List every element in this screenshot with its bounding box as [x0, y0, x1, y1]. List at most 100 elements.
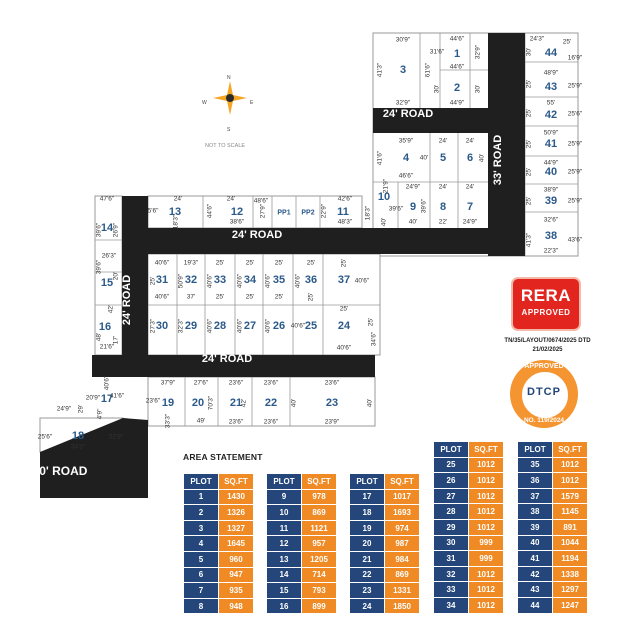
plot-cell: 41 [517, 550, 553, 567]
road-label: 33' ROAD [492, 134, 504, 186]
plot-cell: 7 [183, 582, 219, 599]
plot-cell: 39 [517, 518, 553, 536]
plot-number: 32 [184, 274, 198, 286]
plot-dimension: 34'6" [370, 331, 378, 347]
sqft-cell: 1012 [552, 472, 588, 489]
plot-number: 10 [377, 191, 391, 203]
sqft-cell: 1012 [468, 518, 504, 536]
plot-dimension: 39'6" [420, 198, 428, 214]
plot-cell: 32 [433, 565, 469, 583]
sqft-cell: 1645 [218, 535, 254, 552]
plot-dimension: 27'6" [193, 379, 209, 387]
plot-cell: 22 [349, 566, 385, 584]
plot-dimension: 24'3" [529, 35, 545, 43]
road-label: 24' ROAD [382, 108, 434, 120]
plot-column-header: PLOT [266, 473, 302, 490]
plot-cell: 10 [266, 504, 302, 521]
plot-dimension: 38'6" [229, 218, 245, 226]
plot-number: 3 [399, 64, 407, 76]
plot-cell: 3 [183, 519, 219, 537]
sqft-cell: 1012 [468, 596, 504, 614]
plot-dimension: 23'6" [324, 379, 340, 387]
plot-number: 31 [155, 274, 169, 286]
plot-dimension: 25' [274, 293, 284, 301]
plot-dimension: 40'6" [206, 273, 214, 289]
plot-dimension: 50'9" [177, 273, 185, 289]
plot-number: 33 [213, 274, 227, 286]
plot-dimension: 40' [290, 398, 298, 408]
plot-dimension: 20'9" [85, 394, 101, 402]
dtcp-label: DTCP [527, 386, 561, 398]
rera-number: TN/35/LAYOUT/0674/2025 DTD 21/02/2025 [504, 338, 591, 353]
plot-dimension: 24'9" [56, 405, 72, 413]
plot-dimension: 23'6" [263, 418, 279, 426]
sqft-column-header: SQ.FT [301, 473, 337, 490]
plot-dimension: 40' [478, 153, 486, 163]
plot-number: 27 [243, 320, 257, 332]
plot-cell: 1 [183, 488, 219, 506]
plot-dimension: 32'9" [395, 99, 411, 107]
plot-cell: 36 [517, 472, 553, 489]
plot-number: 18 [71, 430, 85, 442]
road-middle-horizontal [122, 228, 525, 254]
plot-number: 4 [402, 152, 410, 164]
sqft-cell: 1247 [552, 596, 588, 614]
plot-number: 11 [337, 206, 349, 218]
plot-number: 42 [544, 109, 558, 121]
plot-column-header: PLOT [433, 441, 469, 458]
plot-dimension: 40' [408, 218, 418, 226]
plot-cell: 40 [517, 534, 553, 552]
plot-dimension: 40'6" [154, 293, 170, 301]
plot-dimension: 42' [240, 398, 248, 408]
sqft-cell: 974 [384, 519, 420, 537]
road-label: 40' ROAD [32, 464, 88, 478]
sqft-cell: 891 [552, 518, 588, 536]
plot-number: PP1 [277, 209, 291, 217]
compass-e: E [250, 100, 254, 106]
plot-number: 36 [304, 274, 318, 286]
plot-number: 23 [325, 397, 339, 409]
plot-cell: 26 [433, 472, 469, 489]
plot-dimension: 24' [465, 183, 475, 191]
plot-dimension: 25' [274, 259, 284, 267]
plot-dimension: 40'6" [236, 273, 244, 289]
plot-dimension: 24' [438, 183, 448, 191]
rera-title: RERA [520, 286, 572, 305]
plot-dimension: 25' [367, 317, 375, 327]
plot-dimension: 42' [107, 304, 115, 314]
plot-dimension: 25' [149, 276, 157, 286]
plot-cell: 33 [433, 581, 469, 598]
plot-cell: 2 [183, 504, 219, 521]
plot-dimension: 25' [562, 38, 572, 46]
plot-dimension: 40' [380, 217, 388, 227]
sqft-cell: 869 [384, 566, 420, 584]
plot-dimension: 25' [215, 293, 225, 301]
plot-number: 7 [466, 201, 474, 213]
plot-number: 14 [100, 222, 114, 234]
plot-dimension: 37'9" [160, 379, 176, 387]
plot-cell: 18 [349, 504, 385, 521]
sqft-cell: 984 [384, 550, 420, 568]
plot-cell: 42 [517, 565, 553, 583]
block-bottom [147, 376, 376, 427]
sqft-cell: 1012 [468, 487, 504, 505]
plot-number: 30 [155, 320, 169, 332]
plot-dimension: 25'6" [37, 433, 53, 441]
plot-dimension: 48'9" [543, 69, 559, 77]
plot-dimension: 44'9" [543, 159, 559, 167]
plot-number: 44 [544, 47, 558, 59]
plot-dimension: 23'6" [145, 397, 161, 405]
